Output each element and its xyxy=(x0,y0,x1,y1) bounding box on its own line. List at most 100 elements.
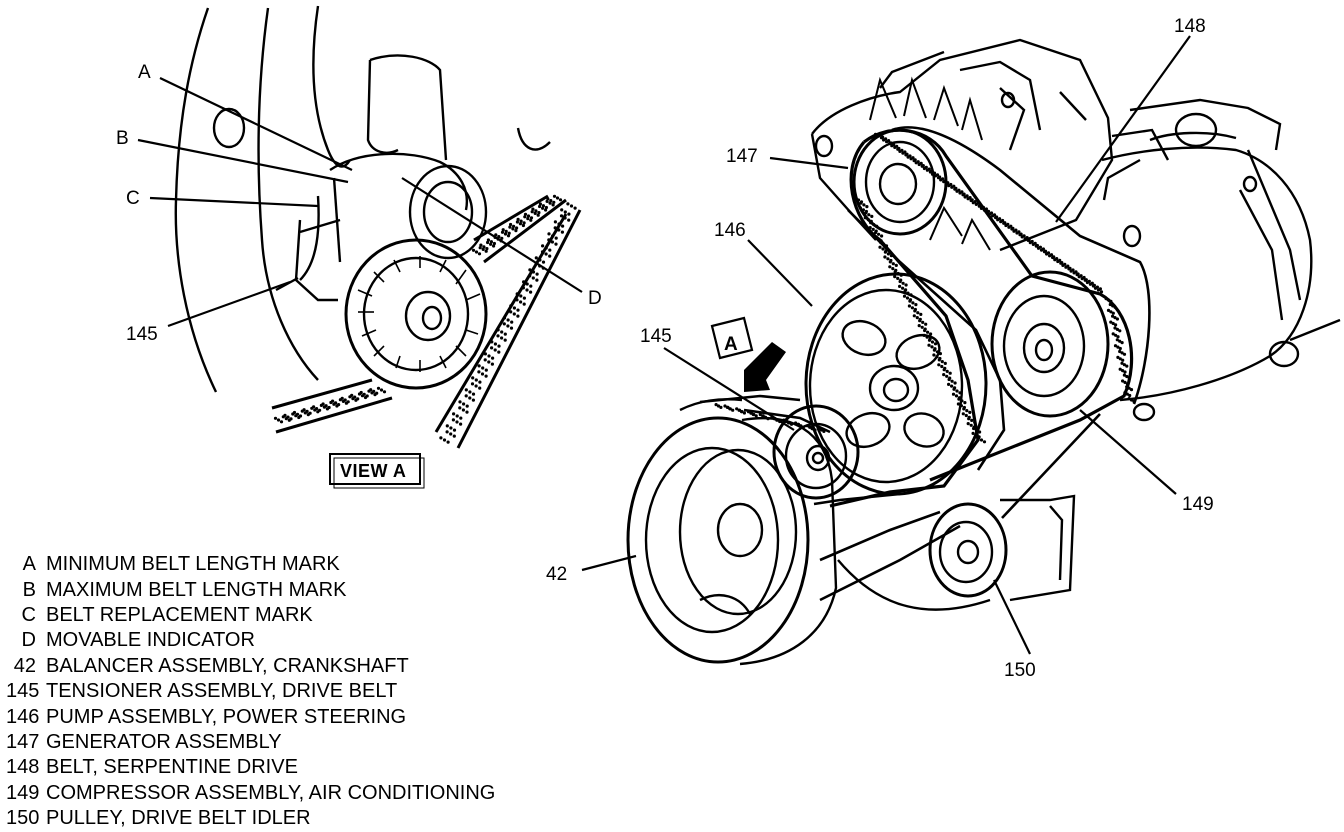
belt-rib-dot xyxy=(968,410,972,414)
belt-rib-dot xyxy=(1129,398,1134,402)
callout-a: A xyxy=(138,62,151,83)
belt-rib-dot xyxy=(538,204,542,209)
belt-rib-dot xyxy=(534,209,538,213)
view-a-arrow-label: A xyxy=(724,334,738,355)
belt-rib-dot xyxy=(782,418,786,422)
belt-rib-dot xyxy=(945,374,949,378)
belt-rib-dot xyxy=(960,399,964,403)
belt-rib-dot xyxy=(924,322,928,326)
belt-rib-dot xyxy=(546,197,550,201)
belt-rib-dot xyxy=(954,394,959,398)
belt-rib-dot xyxy=(922,166,927,171)
belt-rib-dot xyxy=(901,286,905,290)
belt-rib-dot xyxy=(893,145,897,149)
belt-rib-dot xyxy=(956,402,961,406)
belt-rib-dot xyxy=(972,426,976,431)
belt-rib-dot xyxy=(324,404,328,408)
belt-rib-dot xyxy=(937,358,941,362)
belt-rib-dot xyxy=(455,414,459,418)
belt-rib-dot xyxy=(1111,314,1115,318)
belt-rib-dot xyxy=(913,158,917,162)
belt-rib-dot xyxy=(874,230,878,235)
belt-rib-dot xyxy=(1120,351,1124,355)
belt-rib-dot xyxy=(327,405,331,410)
legend-description: BELT REPLACEMENT MARK xyxy=(46,603,313,626)
belt-rib-dot xyxy=(967,417,971,421)
view-a-callouts: A B C D 145 xyxy=(116,62,602,345)
belt-rib-dot xyxy=(487,360,491,364)
belt-rib-dot xyxy=(449,432,453,436)
callout-b: B xyxy=(116,128,129,149)
belt-rib-dot xyxy=(1104,297,1108,301)
belt-rib-dot xyxy=(913,309,917,313)
belt-rib-dot xyxy=(995,215,999,219)
belt-rib-dot xyxy=(1113,344,1118,348)
legend-description: BALANCER ASSEMBLY, CRANKSHAFT xyxy=(46,654,409,677)
belt-rib-dot xyxy=(876,134,881,138)
belt-rib-dot xyxy=(509,222,513,227)
belt-rib-dot xyxy=(963,401,967,405)
belt-rib-dot xyxy=(1106,308,1111,312)
belt-rib-dot xyxy=(502,316,507,320)
belt-rib-dot xyxy=(922,333,926,337)
legend-key: 42 xyxy=(13,654,36,677)
legend-key: 146 xyxy=(6,705,40,728)
belt-rib-dot xyxy=(526,214,531,218)
belt-rib-dot xyxy=(863,216,867,220)
belt-rib-dot xyxy=(758,412,762,417)
belt-rib-dot xyxy=(957,397,961,401)
legend-description: BELT, SERPENTINE DRIVE xyxy=(46,756,298,779)
belt-rib-dot xyxy=(1109,299,1113,303)
belt-rib-dot xyxy=(898,149,902,153)
belt-rib-dot xyxy=(861,208,866,212)
belt-rib-dot xyxy=(808,425,812,429)
view-a-leaders xyxy=(137,77,583,328)
belt-rib-dot xyxy=(907,304,912,308)
belt-rib-dot xyxy=(536,213,540,217)
belt-rib-dot xyxy=(1085,280,1089,285)
belt-rib-dot xyxy=(376,386,381,390)
belt-rib-dot xyxy=(490,340,494,344)
belt-rib-dot xyxy=(1118,367,1122,371)
belt-rib-dot xyxy=(942,180,946,184)
belt-rib-dot xyxy=(999,220,1003,224)
belt-rib-dot xyxy=(1007,225,1011,229)
belt-rib-dot xyxy=(519,294,523,298)
belt-rib-dot xyxy=(885,140,889,144)
legend-key: D xyxy=(21,629,36,652)
belt-rib-dot xyxy=(491,356,495,360)
belt-rib-dot xyxy=(923,328,927,333)
belt-rib-dot xyxy=(477,370,481,374)
belt-rib-dot xyxy=(971,201,975,205)
belt-rib-dot xyxy=(548,254,552,258)
belt-rib-dot xyxy=(334,401,338,405)
belt-rib-dot xyxy=(553,226,557,230)
belt-rib-dot xyxy=(947,382,951,386)
belt-rib-dot xyxy=(1109,310,1113,314)
belt-rib-dot xyxy=(493,348,497,352)
belt-rib-dot xyxy=(947,184,951,188)
belt-rib-dot xyxy=(1003,221,1007,225)
belt-rib-dot xyxy=(1072,271,1076,275)
belt-rib-dot xyxy=(515,292,519,296)
belt-rib-dot xyxy=(908,299,912,303)
belt-rib-dot xyxy=(531,207,535,211)
belt-rib-dot xyxy=(308,411,312,415)
belt-rib-dot xyxy=(746,410,751,414)
belt-rib-dot xyxy=(865,205,869,209)
belt-rib-dot xyxy=(468,390,472,394)
belt-rib-dot xyxy=(1036,246,1041,250)
belt-rib-dot xyxy=(321,402,325,406)
belt-rib-dot xyxy=(1118,349,1122,354)
belt-rib-dot xyxy=(477,252,482,256)
belt-rib-dot xyxy=(493,342,497,346)
belt-rib-dot xyxy=(516,314,520,318)
belt-rib-dot xyxy=(312,405,316,409)
belt-rib-dot xyxy=(917,162,921,167)
belt-rib-dot xyxy=(965,409,969,413)
belt-rib-dot xyxy=(1043,249,1048,253)
belt-rib-dot xyxy=(525,288,529,292)
belt-rib-dot xyxy=(446,440,450,444)
